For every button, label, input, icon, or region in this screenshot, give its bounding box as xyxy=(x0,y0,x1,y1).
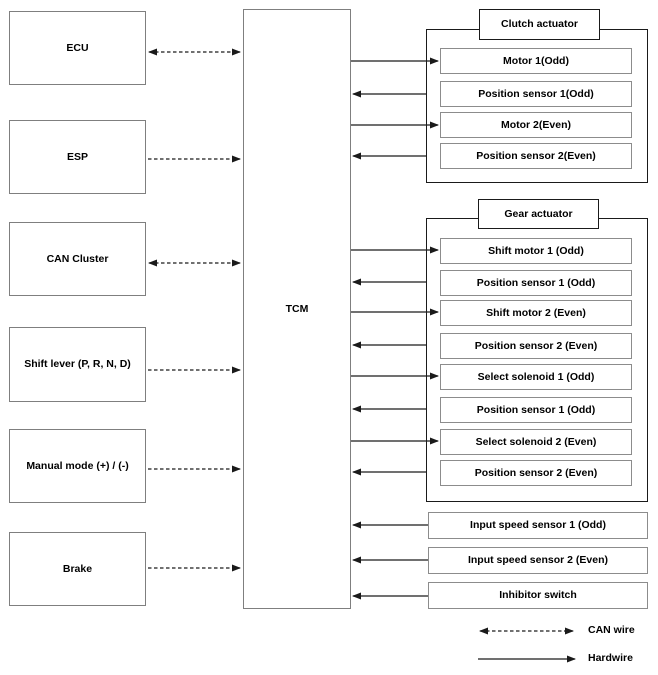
node-esp-label: ESP xyxy=(66,150,88,163)
node-gear-select-solenoid-2: Select solenoid 2 (Even) xyxy=(440,429,632,455)
node-inhibitor-switch-label: Inhibitor switch xyxy=(499,589,577,602)
node-tcm-label: TCM xyxy=(285,302,309,315)
node-clutch-position-sensor-1: Position sensor 1(Odd) xyxy=(440,81,632,107)
node-tcm: TCM xyxy=(243,9,351,609)
node-ecu: ECU xyxy=(9,11,146,85)
node-gear-shift-motor-1-label: Shift motor 1 (Odd) xyxy=(488,244,584,257)
node-gear-position-sensor-2-label: Position sensor 2 (Even) xyxy=(474,339,598,352)
node-clutch-motor-1-label: Motor 1(Odd) xyxy=(503,54,569,67)
node-ecu-label: ECU xyxy=(66,41,89,54)
node-shift-lever-label: Shift lever (P, R, N, D) xyxy=(24,358,131,371)
node-can-cluster: CAN Cluster xyxy=(9,222,146,296)
node-gear-position-sensor-2b-label: Position sensor 2 (Even) xyxy=(474,466,598,479)
node-gear-select-solenoid-1: Select solenoid 1 (Odd) xyxy=(440,364,632,390)
node-clutch-position-sensor-2: Position sensor 2(Even) xyxy=(440,143,632,169)
gear-actuator-group: Shift motor 1 (Odd) Position sensor 1 (O… xyxy=(426,218,648,502)
node-gear-position-sensor-1b: Position sensor 1 (Odd) xyxy=(440,397,632,423)
node-clutch-position-sensor-2-label: Position sensor 2(Even) xyxy=(476,149,596,162)
node-gear-shift-motor-2-label: Shift motor 2 (Even) xyxy=(486,306,586,319)
clutch-actuator-group: Motor 1(Odd) Position sensor 1(Odd) Moto… xyxy=(426,29,648,183)
node-input-speed-sensor-2-label: Input speed sensor 2 (Even) xyxy=(467,554,609,567)
node-clutch-motor-2: Motor 2(Even) xyxy=(440,112,632,138)
node-gear-position-sensor-2b: Position sensor 2 (Even) xyxy=(440,460,632,486)
node-manual-mode-label: Manual mode (+) / (-) xyxy=(26,459,129,472)
node-clutch-position-sensor-1-label: Position sensor 1(Odd) xyxy=(478,87,594,100)
node-input-speed-sensor-2: Input speed sensor 2 (Even) xyxy=(428,547,648,574)
node-shift-lever: Shift lever (P, R, N, D) xyxy=(9,327,146,402)
node-manual-mode: Manual mode (+) / (-) xyxy=(9,429,146,503)
node-gear-select-solenoid-1-label: Select solenoid 1 (Odd) xyxy=(477,370,595,383)
node-gear-position-sensor-1: Position sensor 1 (Odd) xyxy=(440,270,632,296)
node-gear-position-sensor-2: Position sensor 2 (Even) xyxy=(440,333,632,359)
node-clutch-motor-2-label: Motor 2(Even) xyxy=(500,118,571,131)
legend-hardwire-label: Hardwire xyxy=(588,652,633,664)
legend-can-wire-label: CAN wire xyxy=(588,624,635,636)
node-esp: ESP xyxy=(9,120,146,194)
node-gear-select-solenoid-2-label: Select solenoid 2 (Even) xyxy=(475,435,597,448)
node-input-speed-sensor-1-label: Input speed sensor 1 (Odd) xyxy=(470,519,606,532)
node-clutch-motor-1: Motor 1(Odd) xyxy=(440,48,632,74)
clutch-actuator-title-label: Clutch actuator xyxy=(500,18,578,31)
node-brake-label: Brake xyxy=(62,562,93,575)
node-gear-position-sensor-1b-label: Position sensor 1 (Odd) xyxy=(476,403,596,416)
node-brake: Brake xyxy=(9,532,146,606)
node-inhibitor-switch: Inhibitor switch xyxy=(428,582,648,609)
clutch-actuator-title: Clutch actuator xyxy=(479,9,600,40)
gear-actuator-title-label: Gear actuator xyxy=(504,207,573,220)
node-gear-shift-motor-1: Shift motor 1 (Odd) xyxy=(440,238,632,264)
gear-actuator-title: Gear actuator xyxy=(478,199,599,229)
node-input-speed-sensor-1: Input speed sensor 1 (Odd) xyxy=(428,512,648,539)
node-gear-position-sensor-1-label: Position sensor 1 (Odd) xyxy=(476,276,596,289)
node-can-cluster-label: CAN Cluster xyxy=(46,252,109,265)
node-gear-shift-motor-2: Shift motor 2 (Even) xyxy=(440,300,632,326)
